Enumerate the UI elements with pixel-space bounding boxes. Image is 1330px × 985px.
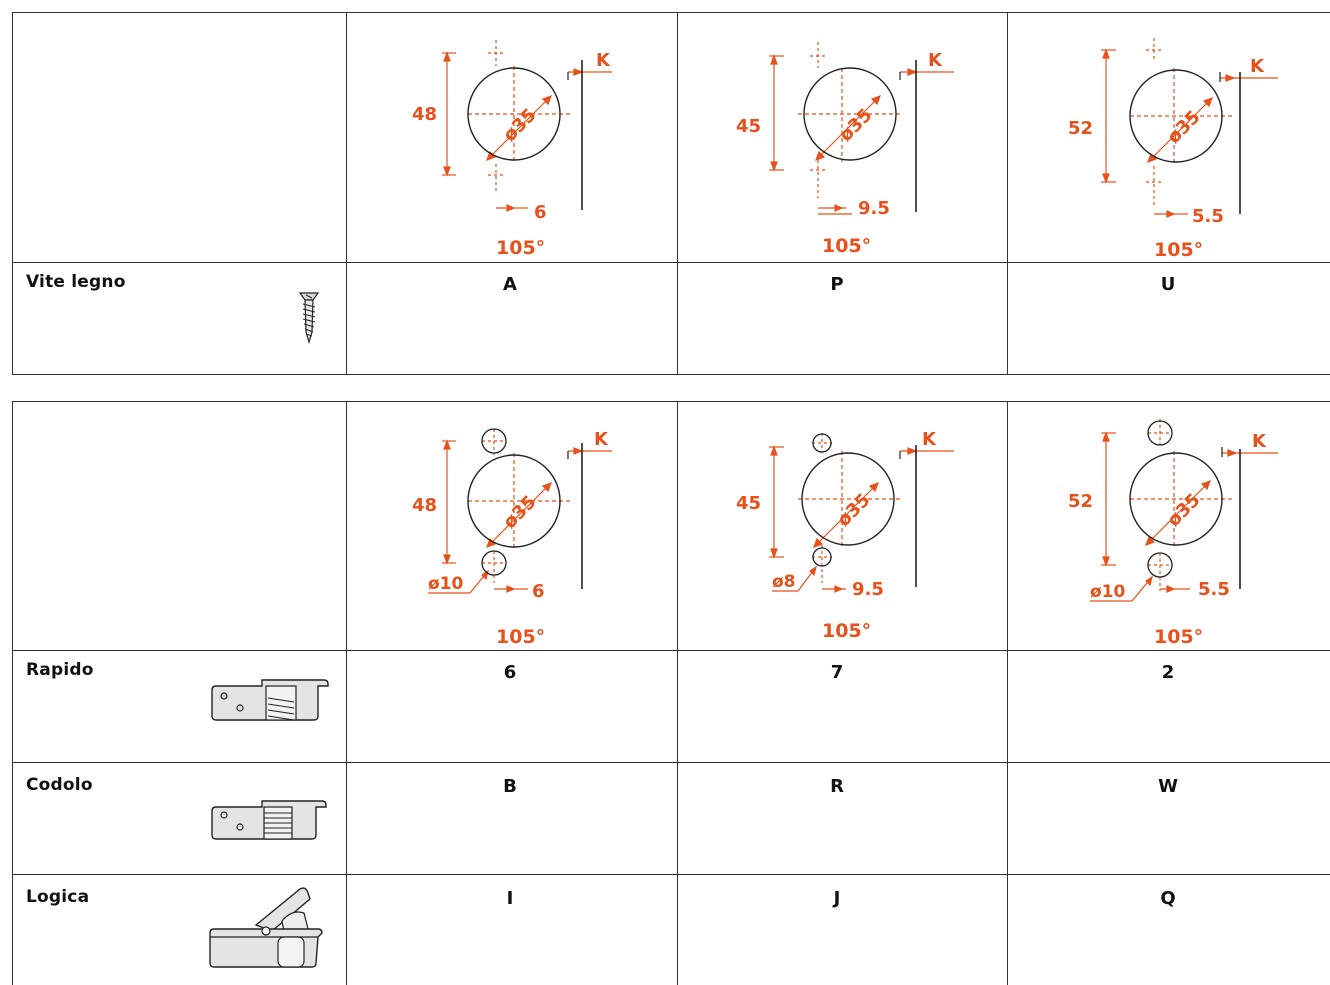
logica-clip-icon bbox=[209, 887, 323, 968]
opening-angle: 105° bbox=[1154, 626, 1203, 648]
dimension-k: K bbox=[594, 429, 609, 450]
column-divider bbox=[346, 401, 347, 985]
dimension-height: 52 bbox=[1068, 491, 1093, 512]
dimension-height: 48 bbox=[412, 104, 437, 125]
opening-angle: 105° bbox=[822, 235, 871, 257]
code-cell: A bbox=[503, 274, 517, 295]
column-divider bbox=[677, 401, 678, 985]
dimension-offset: 6 bbox=[532, 581, 545, 602]
code-cell: J bbox=[833, 888, 841, 909]
row-label-vite-legno: Vite legno bbox=[26, 272, 126, 292]
dimension-diameter: ø35 bbox=[833, 490, 874, 531]
code-cell: U bbox=[1160, 274, 1176, 295]
table-divider bbox=[12, 874, 1330, 875]
dimension-height: 45 bbox=[736, 493, 761, 514]
dimension-hole: ø8 bbox=[772, 572, 796, 592]
drilling-diagram-48: 48 ø35 6 K 105° bbox=[412, 40, 612, 259]
drilling-diagram-52: 52 ø35 5.5 K 105° bbox=[1068, 38, 1278, 261]
row-label-logica: Logica bbox=[26, 887, 90, 907]
drilling-diagram-52-base: 52 ø35 5.5 K ø10 105° bbox=[1068, 419, 1278, 648]
table-border bbox=[12, 401, 13, 985]
dimension-k: K bbox=[922, 429, 937, 450]
dimension-diameter: ø35 bbox=[499, 105, 540, 146]
codolo-dowel-icon bbox=[211, 800, 327, 840]
dimension-k: K bbox=[596, 50, 611, 71]
dimension-height: 48 bbox=[412, 495, 437, 516]
hinge-table-base: 48 ø35 6 K ø10 105° 45 ø35 9.5 K ø8 105° bbox=[12, 401, 1330, 985]
row-label-codolo: Codolo bbox=[26, 775, 93, 795]
dimension-offset: 5.5 bbox=[1192, 206, 1224, 227]
dimension-k: K bbox=[1250, 56, 1265, 77]
dimension-hole: ø10 bbox=[428, 574, 464, 594]
drilling-diagram-48-base: 48 ø35 6 K ø10 105° bbox=[412, 428, 612, 648]
table-divider bbox=[12, 762, 1330, 763]
code-cell: B bbox=[503, 776, 517, 797]
dimension-height: 45 bbox=[736, 116, 761, 137]
dimension-offset: 9.5 bbox=[852, 579, 884, 600]
code-cell: R bbox=[830, 776, 844, 797]
column-divider bbox=[1007, 401, 1008, 985]
table-border bbox=[12, 12, 1330, 13]
opening-angle: 105° bbox=[496, 237, 545, 259]
opening-angle: 105° bbox=[1154, 239, 1203, 261]
dimension-offset: 5.5 bbox=[1198, 579, 1230, 600]
wood-screw-icon bbox=[298, 292, 320, 344]
dimension-diameter: ø35 bbox=[499, 492, 540, 533]
drilling-diagram-45-base: 45 ø35 9.5 K ø8 105° bbox=[736, 429, 954, 642]
table-divider bbox=[12, 262, 1330, 263]
code-cell: 7 bbox=[830, 662, 844, 683]
code-cell: Q bbox=[1160, 888, 1176, 909]
dimension-k: K bbox=[1252, 431, 1267, 452]
dimension-offset: 6 bbox=[534, 202, 547, 223]
code-cell: I bbox=[506, 888, 514, 909]
table-divider bbox=[12, 650, 1330, 651]
column-divider bbox=[346, 12, 347, 375]
hinge-table-screw: 48 ø35 6 K 105° 45 ø35 9.5 K 105° bbox=[12, 12, 1330, 375]
dimension-height: 52 bbox=[1068, 118, 1093, 139]
table-border bbox=[12, 401, 1330, 402]
table-border bbox=[12, 374, 1330, 375]
drilling-diagram-45: 45 ø35 9.5 K 105° bbox=[736, 42, 954, 257]
column-divider bbox=[677, 12, 678, 375]
dimension-offset: 9.5 bbox=[858, 198, 890, 219]
opening-angle: 105° bbox=[822, 620, 871, 642]
code-cell: 2 bbox=[1161, 662, 1175, 683]
table-border bbox=[12, 12, 13, 375]
code-cell: 6 bbox=[503, 662, 517, 683]
dimension-hole: ø10 bbox=[1090, 582, 1126, 602]
dimension-k: K bbox=[928, 50, 943, 71]
opening-angle: 105° bbox=[496, 626, 545, 648]
row-label-rapido: Rapido bbox=[26, 660, 94, 680]
rapido-fastener-icon bbox=[211, 679, 329, 721]
code-cell: W bbox=[1158, 776, 1178, 797]
dimension-diameter: ø35 bbox=[1163, 107, 1204, 148]
dimension-diameter: ø35 bbox=[1163, 490, 1204, 531]
column-divider bbox=[1007, 12, 1008, 375]
code-cell: P bbox=[830, 274, 844, 295]
